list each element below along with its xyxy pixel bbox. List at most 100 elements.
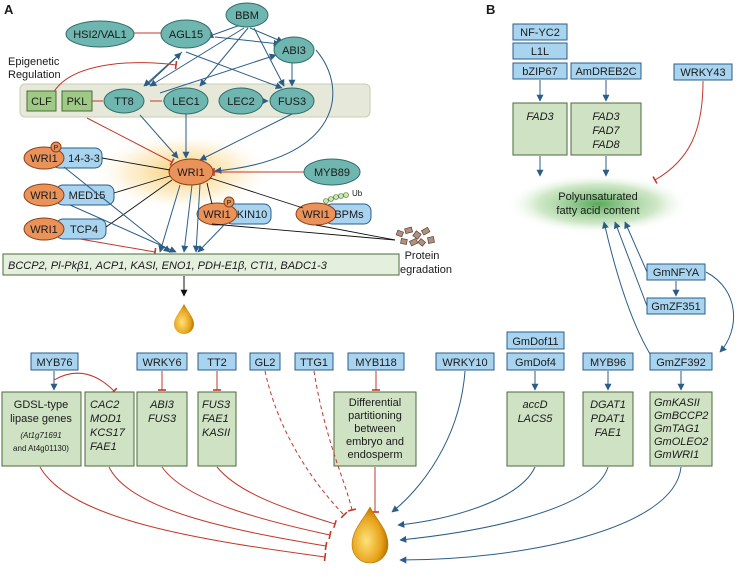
node-pkl: PKL xyxy=(61,90,93,112)
svg-text:L1L: L1L xyxy=(531,46,549,58)
node-tt8: TT8 xyxy=(103,88,145,114)
oil-drop-icon xyxy=(174,304,194,334)
node-nf-yc2: NF-YC2 xyxy=(512,23,568,41)
node-bbm: BBM xyxy=(225,2,269,28)
protein-degradation-label-1: Protein xyxy=(405,250,440,262)
svg-text:LACS5: LACS5 xyxy=(518,413,554,425)
svg-text:BPMs: BPMs xyxy=(334,209,364,221)
svg-text:lipase genes: lipase genes xyxy=(10,413,72,425)
phospho-marker xyxy=(223,196,235,208)
svg-text:LEC2: LEC2 xyxy=(227,96,255,108)
ubiquitin-label: Ub xyxy=(352,189,363,198)
svg-text:FAD3: FAD3 xyxy=(592,111,620,123)
svg-text:GmBCCP2: GmBCCP2 xyxy=(654,410,708,422)
gene-box-wrky6-targets: ABI3 FUS3 xyxy=(136,391,188,467)
tf-gl2: GL2 xyxy=(255,357,276,369)
svg-text:FAD8: FAD8 xyxy=(592,139,620,151)
panel-label-a: A xyxy=(4,2,14,17)
node-clf: CLF xyxy=(26,90,57,112)
svg-text:CAC2: CAC2 xyxy=(90,399,119,411)
svg-text:WRI1: WRI1 xyxy=(30,224,58,236)
complex-wri1-bpms: Ub WRI1 BPMs xyxy=(295,189,372,226)
complex-wri1-kin10: P WRI1 KIN10 xyxy=(196,196,272,226)
tf-tt2: TT2 xyxy=(207,357,227,369)
svg-text:WRI1: WRI1 xyxy=(302,209,330,221)
svg-text:WRI1: WRI1 xyxy=(203,209,231,221)
seed-oil-drop-icon xyxy=(351,506,389,564)
svg-text:GDSL-type: GDSL-type xyxy=(14,399,68,411)
svg-text:FUS3: FUS3 xyxy=(278,96,306,108)
node-hsi2: HSI2/VAL1 xyxy=(65,20,135,48)
svg-text:GmNFYA: GmNFYA xyxy=(653,267,700,279)
pufa-glow xyxy=(506,174,690,234)
node-l1l: L1L xyxy=(512,42,568,60)
node-lec2: LEC2 xyxy=(218,87,264,115)
svg-text:PDAT1: PDAT1 xyxy=(591,413,626,425)
svg-text:GmKASII: GmKASII xyxy=(654,397,700,409)
bottom-to-oil-curves xyxy=(39,370,682,564)
svg-text:MOD1: MOD1 xyxy=(90,413,122,425)
complex-wri1-med15: WRI1 MED15 xyxy=(23,183,115,207)
svg-text:FAE1: FAE1 xyxy=(595,427,622,439)
tf-wrky10: WRKY10 xyxy=(442,357,487,369)
wri1-target-genes: BCCP2, Pl-Pkβ1, ACP1, KASI, ENO1, PDH-E1… xyxy=(2,253,400,276)
svg-text:ABI3: ABI3 xyxy=(282,45,306,57)
wri1-target-arrows xyxy=(63,166,226,253)
svg-text:WRI1: WRI1 xyxy=(177,167,205,179)
svg-text:AGL15: AGL15 xyxy=(169,29,203,41)
svg-text:endosperm: endosperm xyxy=(347,449,402,461)
gene-box-fad-group: FAD3 FAD7 FAD8 xyxy=(570,102,642,156)
node-agl15: AGL15 xyxy=(160,19,212,49)
svg-text:BBM: BBM xyxy=(235,10,259,22)
tf-ttg1: TTG1 xyxy=(300,357,328,369)
svg-text:NF-YC2: NF-YC2 xyxy=(520,27,560,39)
svg-text:WRI1: WRI1 xyxy=(30,153,58,165)
svg-text:Differential: Differential xyxy=(349,397,401,409)
bottom-tf-links xyxy=(50,371,685,395)
svg-text:FAE1: FAE1 xyxy=(90,441,117,453)
tf-myb76: MYB76 xyxy=(36,357,72,369)
gene-box-myb76-targets: CAC2 MOD1 KCS17 FAE1 xyxy=(84,391,135,467)
tf-gmdof4: GmDof4 xyxy=(515,357,556,369)
svg-text:LEC1: LEC1 xyxy=(172,96,200,108)
tf-gmdof11: GmDof11 xyxy=(512,336,558,348)
svg-text:AmDREB2C: AmDREB2C xyxy=(575,66,636,78)
svg-text:P: P xyxy=(54,145,59,152)
node-wri1-central: WRI1 xyxy=(168,158,214,186)
node-gmnfya: GmNFYA xyxy=(646,263,706,281)
svg-text:TCP4: TCP4 xyxy=(70,224,98,236)
node-gmzf351: GmZF351 xyxy=(646,297,706,315)
svg-text:GmZF351: GmZF351 xyxy=(651,301,701,313)
node-fus3: FUS3 xyxy=(269,87,315,115)
svg-text:P: P xyxy=(227,200,232,207)
svg-text:GmWRI1: GmWRI1 xyxy=(654,449,699,461)
gene-box-gmzf392-targets: GmKASII GmBCCP2 GmTAG1 GmOLEO2 GmWRI1 xyxy=(649,391,713,467)
svg-text:14-3-3: 14-3-3 xyxy=(68,153,100,165)
gene-box-tt2-targets: FUS3 FAE1 KASII xyxy=(197,391,237,467)
svg-text:ABI3: ABI3 xyxy=(149,399,175,411)
tf-myb96: MYB96 xyxy=(590,357,626,369)
gene-box-gmdof4-targets: accD LACS5 xyxy=(506,391,565,467)
svg-text:KIN10: KIN10 xyxy=(237,209,268,221)
svg-text:FAD3: FAD3 xyxy=(526,111,554,123)
svg-text:embryo and: embryo and xyxy=(346,436,404,448)
tcp4-inhibition xyxy=(79,238,157,257)
svg-text:MYB89: MYB89 xyxy=(314,167,350,179)
svg-text:WRI1: WRI1 xyxy=(30,190,58,202)
svg-text:FUS3: FUS3 xyxy=(148,413,177,425)
svg-text:FAE1: FAE1 xyxy=(202,413,229,425)
svg-text:HSI2/VAL1: HSI2/VAL1 xyxy=(73,29,127,41)
wri1-complex-links xyxy=(101,157,396,241)
svg-text:GmTAG1: GmTAG1 xyxy=(654,423,700,435)
pufa-label-2: fatty acid content xyxy=(556,205,639,217)
node-abi3: ABI3 xyxy=(273,36,315,64)
svg-text:(At1g71691: (At1g71691 xyxy=(20,431,61,440)
inhibition-lines-top xyxy=(51,29,304,176)
complex-wri1-tcp4: WRI1 TCP4 xyxy=(23,217,107,241)
svg-text:GmOLEO2: GmOLEO2 xyxy=(654,436,708,448)
svg-text:accD: accD xyxy=(522,399,547,411)
svg-text:TT8: TT8 xyxy=(114,96,134,108)
tf-wrky6: WRKY6 xyxy=(142,357,181,369)
svg-text:bZIP67: bZIP67 xyxy=(522,66,557,78)
